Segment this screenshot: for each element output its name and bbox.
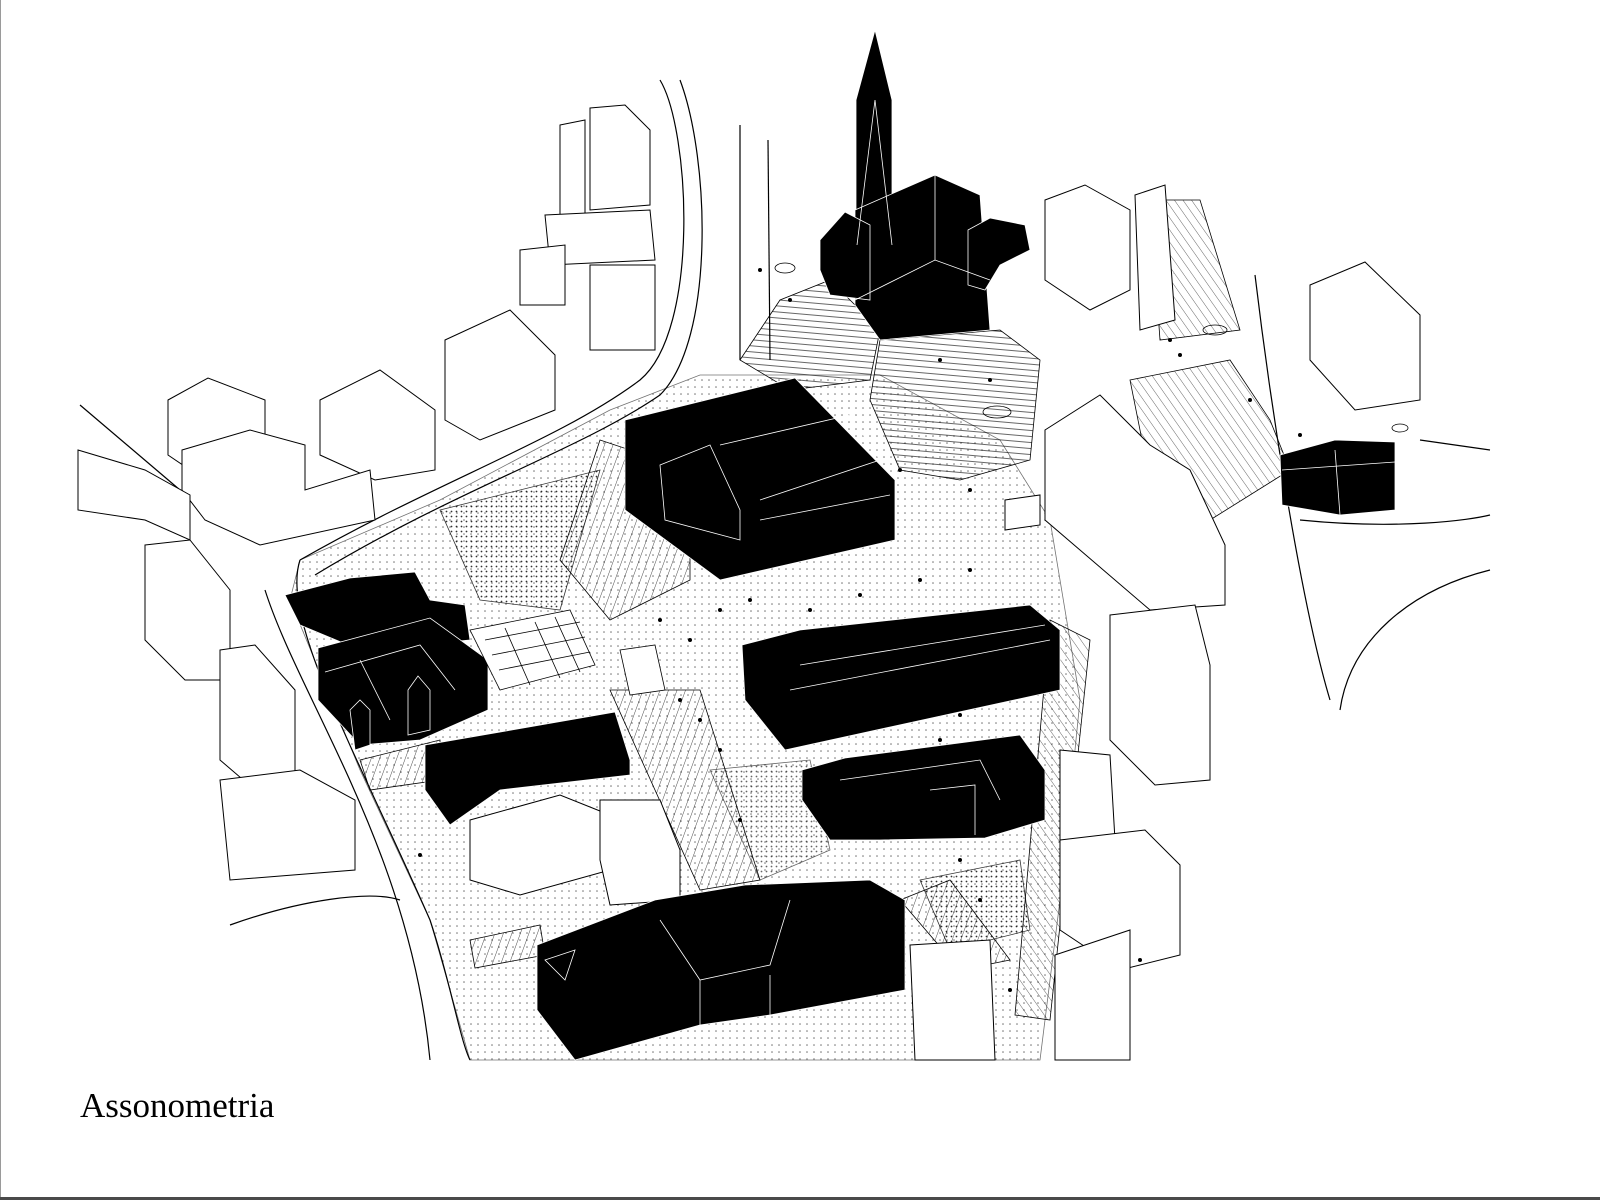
building-existing-w1: [444, 309, 556, 441]
church-apse-west: [819, 211, 871, 301]
building-existing-w4: [181, 429, 376, 546]
road-curve-north: [299, 79, 685, 561]
building-existing-nw5: [589, 264, 656, 351]
new-buildings: [284, 29, 1396, 1061]
courtyard-grid: [469, 609, 666, 696]
building-new-north-block: [624, 377, 896, 581]
plaza-dense-3: [709, 759, 831, 881]
building-existing-small-1: [1004, 494, 1041, 531]
building-new-west-tower-2: [349, 699, 371, 751]
building-existing-s3: [909, 939, 996, 1061]
building-existing-church-left: [1044, 184, 1131, 311]
building-existing-n1: [1134, 184, 1176, 331]
building-existing-nw4: [519, 244, 566, 306]
road-sw: [229, 895, 401, 926]
plaza-east-strip: [1014, 619, 1091, 1021]
building-new-central-bar: [424, 711, 631, 826]
road-east-3: [1299, 514, 1491, 525]
building-existing-e1: [1309, 261, 1421, 411]
existing-buildings: [77, 104, 1421, 1061]
building-existing-e4: [1059, 749, 1116, 841]
building-new-east-cross: [801, 734, 1046, 841]
building-existing-e3: [1109, 604, 1211, 786]
road-east-2: [1419, 439, 1491, 451]
frame-left-border: [0, 0, 1, 1200]
building-existing-w5: [77, 449, 191, 541]
building-existing-w7: [219, 644, 296, 791]
building-new-east-long: [741, 604, 1061, 751]
courtyard-small: [619, 644, 666, 696]
building-new-west-tower: [407, 675, 431, 736]
building-new-south-block: [536, 879, 906, 1061]
road-west-edge-outer: [264, 589, 431, 1061]
plaza-church-forecourt: [869, 329, 1041, 481]
building-existing-e5: [1059, 829, 1181, 971]
building-existing-e6: [1054, 929, 1131, 1061]
building-existing-nw1: [559, 119, 586, 221]
axonometric-drawing: [77, 29, 1491, 1061]
roof-lines: [324, 99, 1396, 1025]
round-features: [774, 262, 1409, 433]
people-and-trees: [418, 268, 1302, 992]
plaza-dense-1: [439, 469, 601, 611]
building-existing-e2: [1044, 394, 1226, 611]
building-existing-nw2: [589, 104, 651, 211]
courtyard-grid-west: [469, 609, 596, 691]
road-east-curve: [1339, 569, 1491, 711]
drawing-caption: Assonometria: [80, 1086, 275, 1125]
building-existing-w2: [319, 369, 436, 481]
road-west-diagonal: [79, 404, 181, 491]
building-existing-w6: [144, 539, 231, 681]
church-apse-east: [967, 217, 1031, 291]
building-existing-w8: [219, 769, 356, 881]
frame-bottom-border: [0, 1197, 1600, 1200]
